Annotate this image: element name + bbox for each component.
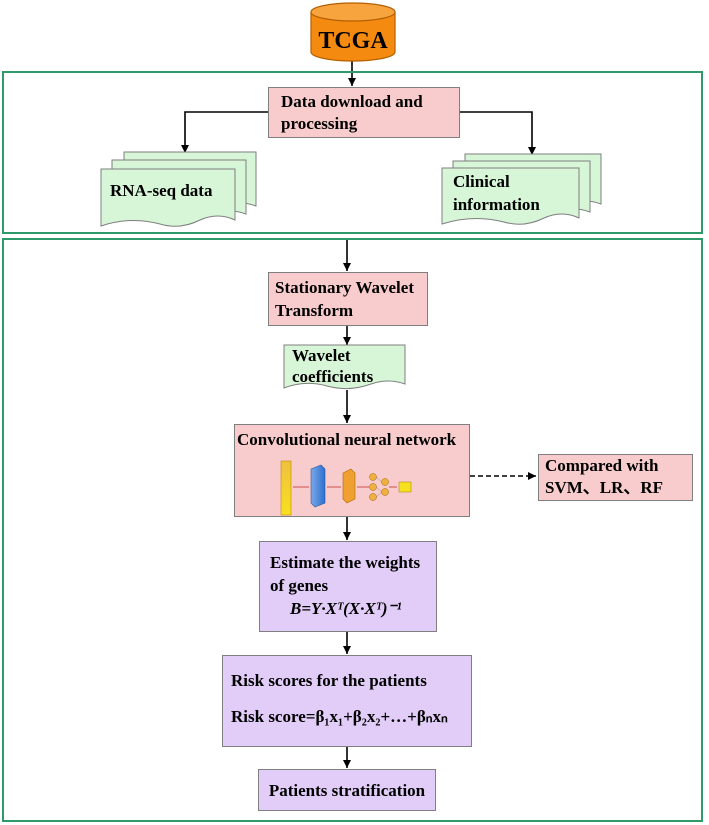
clinical-label-line1: Clinical (453, 172, 510, 191)
tcga-database-icon (310, 2, 396, 62)
stratification-label: Patients stratification (268, 781, 426, 800)
data-download-label-line1: Data download and (281, 92, 423, 111)
estimate-label-line2: of genes (270, 576, 329, 595)
swt-label-line2: Transform (275, 301, 354, 320)
cnn-architecture-illustration (280, 460, 412, 516)
arrow-download-to-rnaseq (181, 111, 268, 153)
arrow-download-to-clinical (460, 111, 536, 155)
compare-label-line1: Compared with (545, 456, 659, 475)
wavelet-document-shape (283, 344, 406, 390)
risk-title: Risk scores for the patients (231, 671, 427, 690)
stratification-box: Patients stratification (258, 769, 436, 811)
rnaseq-label: RNA-seq data (110, 181, 213, 200)
analysis-section (2, 238, 703, 822)
estimate-label-line1: Estimate the weights (270, 553, 421, 572)
risk-scores-box: Risk scores for the patients Risk score=… (222, 655, 472, 747)
cnn-label: Convolutional neural network (237, 430, 457, 449)
wavelet-label-line2: coefficients (292, 367, 374, 386)
compare-label-line2: SVM、LR、RF (545, 478, 664, 497)
data-acquisition-section (2, 71, 703, 234)
swt-label-line1: Stationary Wavelet (275, 278, 414, 297)
risk-formula: Risk score=β₁x₁+β₂x₂+…+βₙxₙ (231, 707, 448, 726)
swt-box: Stationary Wavelet Transform (268, 272, 428, 326)
clinical-document-stack (441, 153, 602, 225)
tcga-label: TCGA (318, 28, 388, 54)
data-download-box: Data download and processing (268, 87, 460, 138)
wavelet-label-line1: Wavelet (292, 346, 351, 365)
clinical-label-line2: information (453, 195, 540, 214)
data-download-label-line2: processing (281, 114, 358, 133)
compare-box: Compared with SVM、LR、RF (538, 454, 693, 501)
estimate-weights-box: Estimate the weights of genes B=Y·Xᵀ(X·X… (259, 541, 437, 632)
rnaseq-document-stack (100, 151, 257, 227)
weights-formula: B=Y·Xᵀ(X·Xᵀ)⁻¹ (290, 599, 402, 618)
cnn-box: Convolutional neural network (234, 424, 470, 517)
